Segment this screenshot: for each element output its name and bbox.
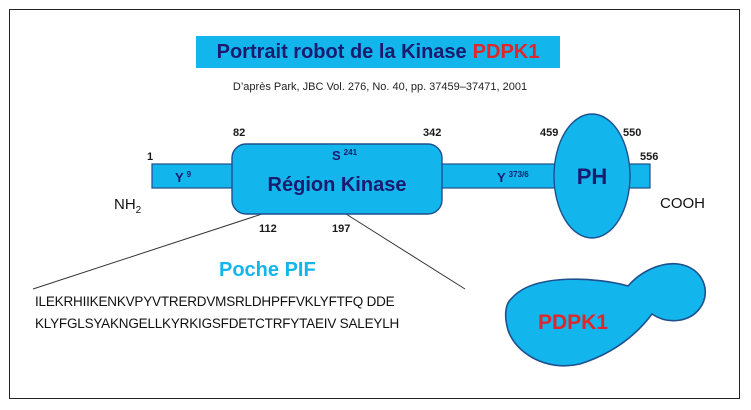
pos-550: 550: [623, 127, 641, 139]
pif-connector-left: [32, 213, 263, 290]
pdpk1-logo-text: PDPK1: [538, 311, 608, 334]
pif-pocket-title: Poche PIF: [219, 259, 316, 281]
title-banner: Portrait robot de la Kinase PDPK1: [196, 36, 560, 68]
ph-domain-label: PH: [577, 164, 608, 189]
pdpk1-logo-shape: [504, 262, 706, 367]
pif-sequence-line1: ILEKRHIIKENKVPYVTRERDVMSRLDHPFFVKLYFTFQ …: [35, 294, 395, 309]
c-terminus: COOH: [660, 195, 705, 212]
pos-112: 112: [259, 223, 277, 235]
kinase-region: [231, 143, 443, 215]
title-accent: PDPK1: [472, 40, 540, 63]
ph-domain: [553, 113, 631, 239]
title-text: Portrait robot de la Kinase: [216, 40, 467, 63]
pos-197: 197: [332, 223, 350, 235]
pos-342: 342: [423, 127, 441, 139]
pos-459: 459: [540, 127, 558, 139]
pif-connector-right: [345, 213, 466, 290]
pos-556: 556: [640, 151, 658, 163]
citation: D’après Park, JBC Vol. 276, No. 40, pp. …: [232, 81, 528, 93]
pos-1: 1: [147, 151, 153, 163]
kinase-region-label: Région Kinase: [268, 174, 407, 196]
pos-82: 82: [233, 127, 245, 139]
n-terminus: NH2: [114, 196, 142, 216]
pif-sequence-line2: KLYFGLSYAKNGELLKYRKIGSFDETCTRFYTAEIV SAL…: [35, 316, 400, 331]
